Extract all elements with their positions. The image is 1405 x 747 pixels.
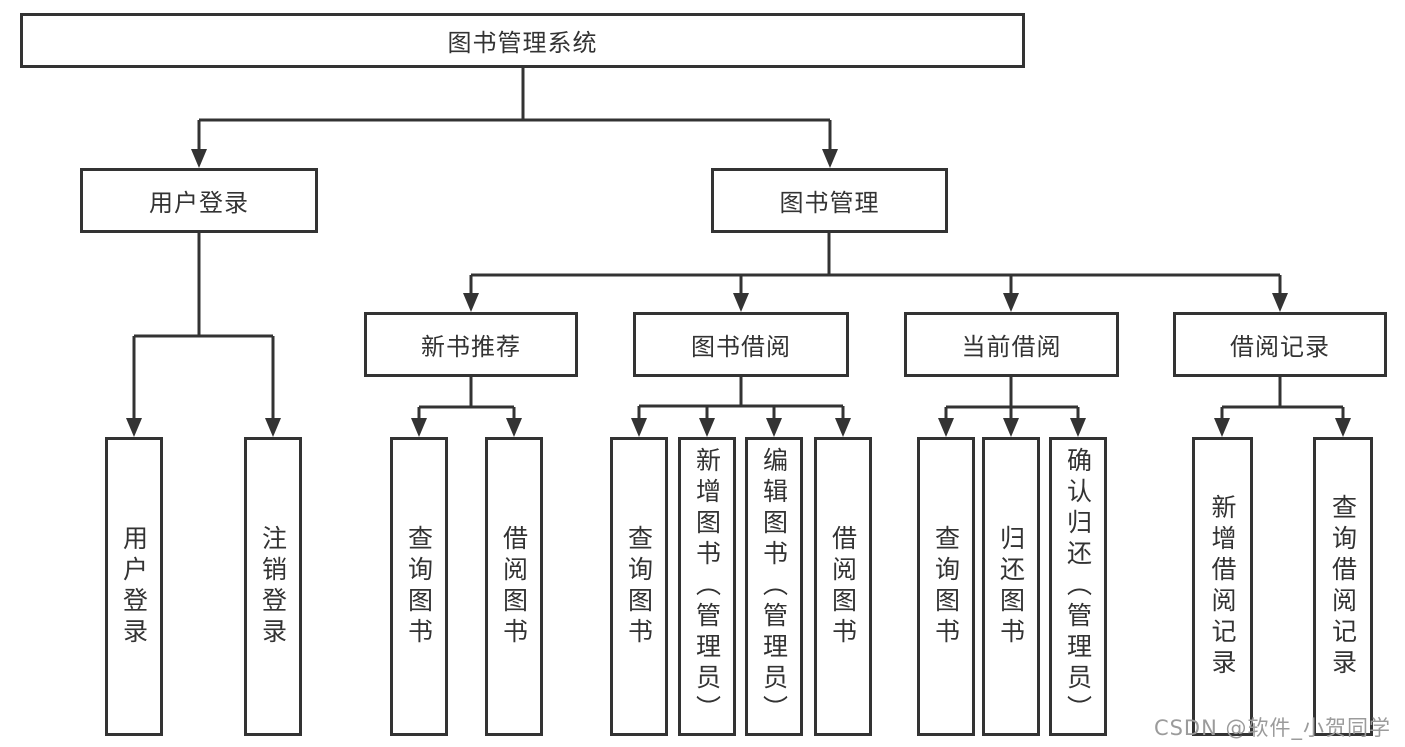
node-borrow-records: 借阅记录 [1173, 312, 1387, 377]
node-book-mgmt: 图书管理 [711, 168, 948, 233]
leaf-query-books-2: 查询图书 [610, 437, 668, 736]
arrowheads [126, 149, 1351, 437]
leaf-query-borrow-record: 查询借阅记录 [1313, 437, 1373, 736]
connector-user-login [132, 233, 275, 419]
leaf-query-books-1: 查询图书 [390, 437, 448, 736]
leaf-query-books-3: 查询图书 [917, 437, 975, 736]
leaf-user-login: 用户登录 [105, 437, 163, 736]
leaf-add-borrow-record: 新增借阅记录 [1192, 437, 1253, 736]
leaf-edit-book-admin: 编辑图书（管理员） [745, 437, 803, 736]
node-root: 图书管理系统 [20, 13, 1025, 68]
connector-book-borrow [637, 377, 845, 419]
node-book-borrow: 图书借阅 [633, 312, 849, 377]
node-user-login: 用户登录 [80, 168, 318, 233]
connector-borrow-records [1220, 377, 1345, 419]
connector-new-book-rec [417, 377, 516, 419]
connector-book-mgmt [469, 233, 1282, 294]
node-current-borrow: 当前借阅 [904, 312, 1119, 377]
leaf-confirm-return-admin: 确认归还（管理员） [1049, 437, 1107, 736]
node-new-book-rec: 新书推荐 [364, 312, 578, 377]
csdn-watermark: CSDN @软件_小贺同学 [1153, 716, 1391, 740]
leaf-borrow-books-2: 借阅图书 [814, 437, 872, 736]
connector-current-borrow [944, 377, 1080, 419]
leaf-return-books: 归还图书 [982, 437, 1040, 736]
leaf-logout: 注销登录 [244, 437, 302, 736]
leaf-add-book-admin: 新增图书（管理员） [678, 437, 736, 736]
leaf-borrow-books-1: 借阅图书 [485, 437, 543, 736]
connector-root [197, 68, 832, 150]
